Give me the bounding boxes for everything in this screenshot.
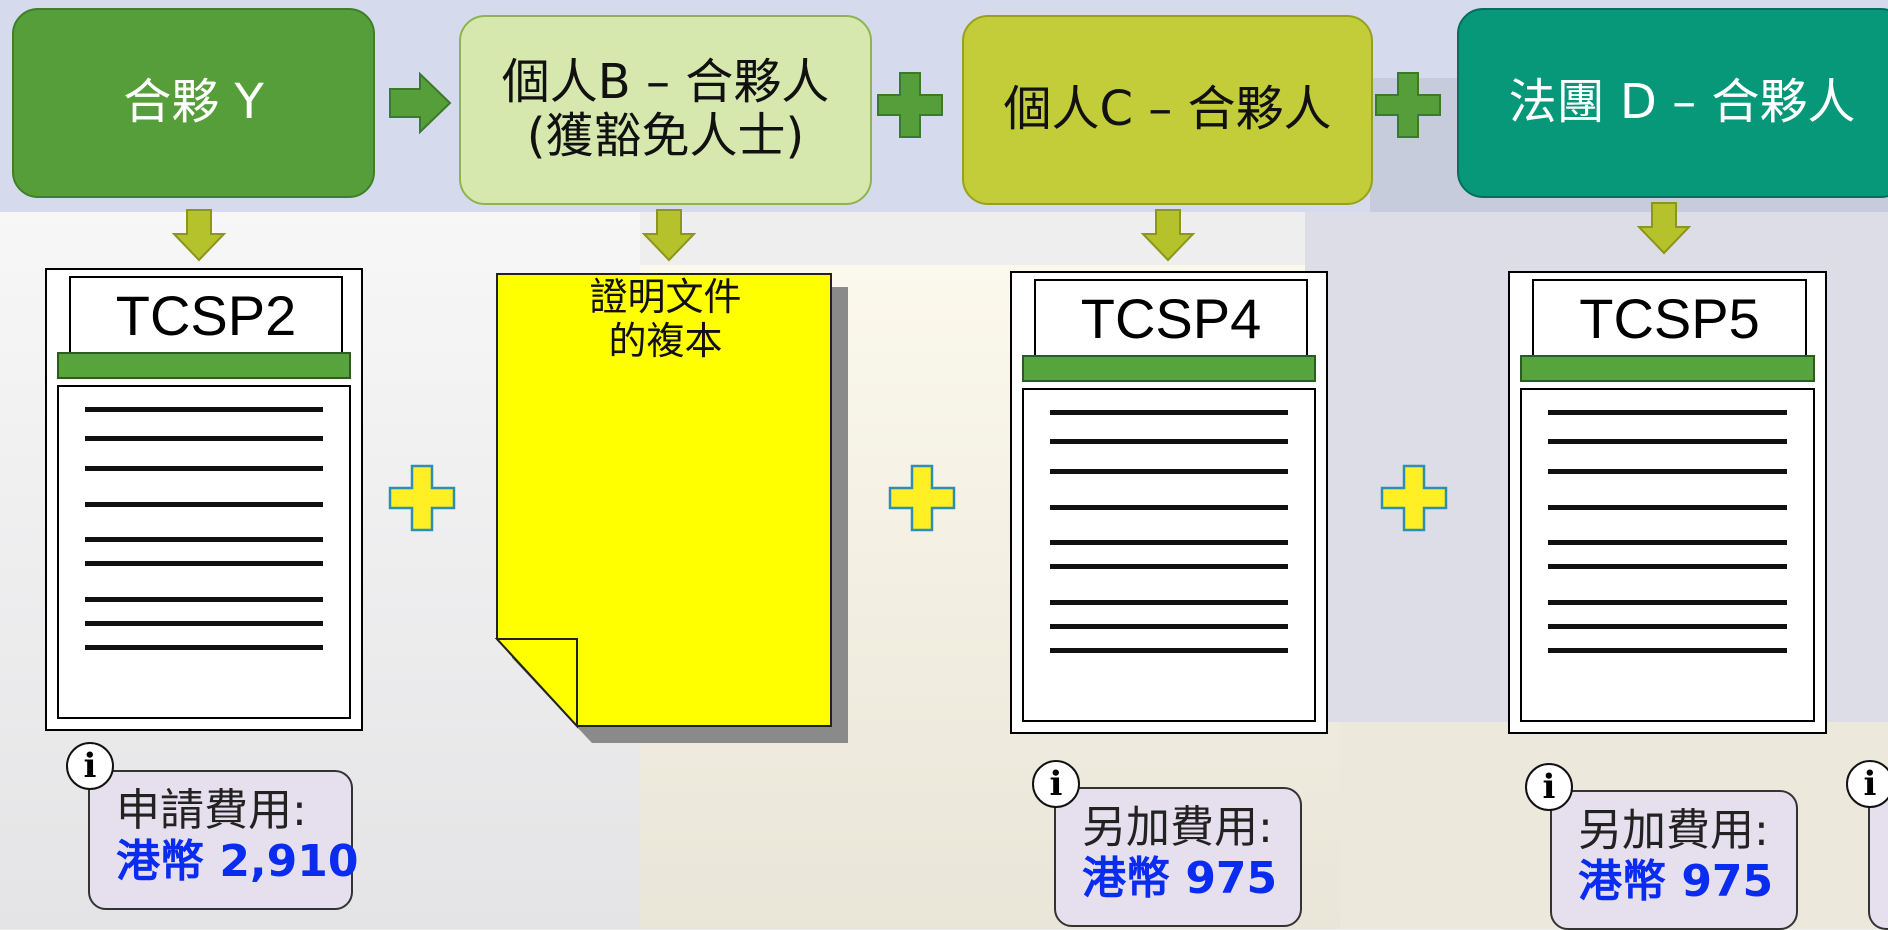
fee-label: 另加費用:	[1578, 805, 1769, 856]
form-line	[1050, 439, 1288, 444]
form-line	[85, 561, 323, 566]
form-tcsp2: TCSP2	[45, 268, 363, 731]
form-tcsp4: TCSP4	[1010, 271, 1328, 734]
fee-label: 另加費用:	[1082, 802, 1273, 853]
info-icon[interactable]: i	[1032, 760, 1080, 808]
form-line	[1050, 600, 1288, 605]
entity-partnership-y: 合夥 Y	[12, 8, 375, 198]
down-arrow-icon	[641, 209, 697, 262]
fee-callout-additional: 另加費用: 港幣 975	[1054, 787, 1302, 927]
plus-icon	[1380, 464, 1448, 532]
fee-amount: 港幣 975	[1082, 852, 1278, 904]
plus-icon	[888, 464, 956, 532]
fee-callout-additional: 另加費用: 港幣 975	[1550, 790, 1798, 930]
form-title: TCSP4	[1034, 279, 1308, 357]
form-header-bar	[57, 352, 351, 379]
form-body	[1520, 388, 1815, 722]
info-icon[interactable]: i	[1846, 760, 1888, 808]
form-line	[85, 645, 323, 650]
form-line	[1050, 469, 1288, 474]
down-arrow-icon	[171, 209, 227, 262]
fee-amount: 港幣 2,910	[116, 835, 359, 887]
form-title: TCSP5	[1532, 279, 1807, 357]
entity-individual-c: 個人C – 合夥人	[962, 15, 1373, 205]
right-arrow-icon	[389, 71, 452, 135]
fee-callout-partial	[1868, 790, 1888, 930]
form-line	[1548, 564, 1787, 569]
form-header-bar	[1022, 355, 1316, 382]
entity-corporation-d: 法團 D – 合夥人	[1457, 8, 1888, 198]
form-line	[1548, 540, 1787, 545]
form-line	[1050, 564, 1288, 569]
form-line	[1050, 505, 1288, 510]
supporting-document-label: 證明文件 的複本	[589, 275, 742, 364]
form-line	[1050, 624, 1288, 629]
form-tcsp5: TCSP5	[1508, 271, 1827, 734]
form-line	[1050, 540, 1288, 545]
form-line	[1548, 469, 1787, 474]
form-line	[85, 537, 323, 542]
fee-amount: 港幣 975	[1578, 855, 1774, 907]
form-line	[1548, 648, 1787, 653]
form-header-bar	[1520, 355, 1815, 382]
form-title: TCSP2	[69, 276, 343, 354]
fee-label: 申請費用:	[116, 785, 307, 836]
form-line	[1548, 410, 1787, 415]
form-line	[85, 407, 323, 412]
supporting-document-copy-icon	[494, 273, 848, 743]
form-line	[85, 466, 323, 471]
form-line	[1050, 648, 1288, 653]
form-line	[1050, 410, 1288, 415]
form-line	[85, 502, 323, 507]
form-line	[85, 597, 323, 602]
plus-icon	[877, 72, 943, 138]
down-arrow-icon	[1636, 202, 1692, 255]
info-icon[interactable]: i	[1525, 763, 1573, 811]
form-line	[1548, 505, 1787, 510]
info-icon[interactable]: i	[66, 742, 114, 790]
plus-icon	[388, 464, 456, 532]
form-body	[1022, 388, 1316, 722]
form-line	[1548, 600, 1787, 605]
entity-individual-b: 個人B – 合夥人 (獲豁免人士)	[459, 15, 872, 205]
form-line	[85, 621, 323, 626]
form-line	[85, 436, 323, 441]
fee-callout-application: 申請費用: 港幣 2,910	[88, 770, 359, 910]
plus-icon	[1375, 72, 1441, 138]
form-body	[57, 385, 351, 719]
form-line	[1548, 624, 1787, 629]
form-line	[1548, 439, 1787, 444]
down-arrow-icon	[1140, 209, 1196, 262]
